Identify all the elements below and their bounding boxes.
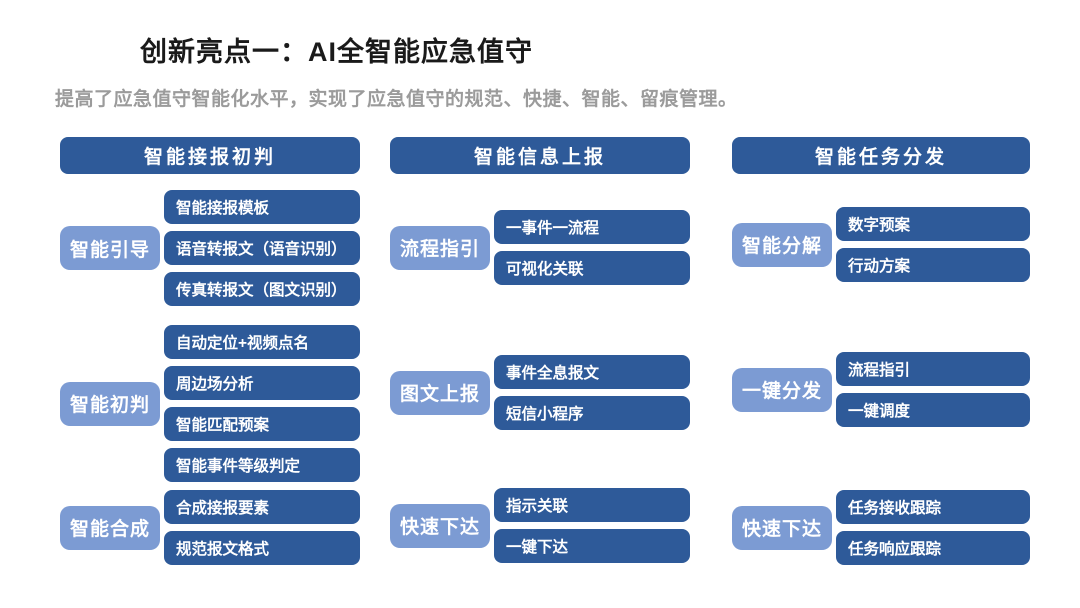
flow-item: 语音转报文（语音识别） <box>164 231 360 265</box>
group-items: 任务接收跟踪 任务响应跟踪 <box>836 490 1030 565</box>
group-quick-issue-tasks: 快速下达 任务接收跟踪 任务响应跟踪 <box>732 490 1030 565</box>
group-items: 数字预案 行动方案 <box>836 207 1030 282</box>
group-label: 智能初判 <box>60 381 160 426</box>
group-label: 智能合成 <box>60 505 160 550</box>
flow-item: 智能接报模板 <box>164 190 360 224</box>
group-items: 合成接报要素 规范报文格式 <box>164 490 360 565</box>
flow-item: 行动方案 <box>836 248 1030 282</box>
flow-item: 可视化关联 <box>494 251 690 285</box>
group-items: 事件全息报文 短信小程序 <box>494 355 690 430</box>
flow-item: 一键调度 <box>836 393 1030 427</box>
group-label: 图文上报 <box>390 370 490 415</box>
group-items: 指示关联 一键下达 <box>494 488 690 563</box>
group-smart-initial-judgment: 智能初判 自动定位+视频点名 周边场分析 智能匹配预案 智能事件等级判定 <box>60 325 360 482</box>
group-label: 快速下达 <box>390 503 490 548</box>
flow-item: 数字预案 <box>836 207 1030 241</box>
group-items: 流程指引 一键调度 <box>836 352 1030 427</box>
flow-item: 流程指引 <box>836 352 1030 386</box>
group-smart-synthesis: 智能合成 合成接报要素 规范报文格式 <box>60 490 360 565</box>
group-label: 流程指引 <box>390 225 490 270</box>
flow-item: 智能事件等级判定 <box>164 448 360 482</box>
flow-item: 一事件一流程 <box>494 210 690 244</box>
group-items: 一事件一流程 可视化关联 <box>494 210 690 285</box>
group-label: 快速下达 <box>732 505 832 550</box>
flow-item: 任务接收跟踪 <box>836 490 1030 524</box>
column-header-task-dispatch: 智能任务分发 <box>732 137 1030 174</box>
group-items: 智能接报模板 语音转报文（语音识别） 传真转报文（图文识别） <box>164 190 360 306</box>
group-label: 智能分解 <box>732 222 832 267</box>
column-report-triage: 智能接报初判 智能引导 智能接报模板 语音转报文（语音识别） 传真转报文（图文识… <box>60 137 360 565</box>
column-header-info-reporting: 智能信息上报 <box>390 137 690 174</box>
flow-item: 自动定位+视频点名 <box>164 325 360 359</box>
group-label: 一键分发 <box>732 367 832 412</box>
flow-item: 智能匹配预案 <box>164 407 360 441</box>
group-label: 智能引导 <box>60 226 160 270</box>
flow-item: 周边场分析 <box>164 366 360 400</box>
flow-item: 指示关联 <box>494 488 690 522</box>
group-one-key-dispatch: 一键分发 流程指引 一键调度 <box>732 352 1030 427</box>
group-process-guide: 流程指引 一事件一流程 可视化关联 <box>390 210 690 285</box>
group-items: 自动定位+视频点名 周边场分析 智能匹配预案 智能事件等级判定 <box>164 325 360 482</box>
slide-subtitle: 提高了应急值守智能化水平，实现了应急值守的规范、快捷、智能、留痕管理。 <box>55 89 738 110</box>
flow-item: 任务响应跟踪 <box>836 531 1030 565</box>
slide-title: 创新亮点一：AI全智能应急值守 <box>140 37 533 67</box>
column-header-report-triage: 智能接报初判 <box>60 137 360 174</box>
group-image-text-report: 图文上报 事件全息报文 短信小程序 <box>390 355 690 430</box>
flow-item: 事件全息报文 <box>494 355 690 389</box>
group-quick-issue: 快速下达 指示关联 一键下达 <box>390 488 690 563</box>
column-task-dispatch: 智能任务分发 智能分解 数字预案 行动方案 一键分发 流程指引 一键调度 快速下… <box>732 137 1030 565</box>
flow-item: 传真转报文（图文识别） <box>164 272 360 306</box>
column-info-reporting: 智能信息上报 流程指引 一事件一流程 可视化关联 图文上报 事件全息报文 短信小… <box>390 137 690 563</box>
flow-item: 一键下达 <box>494 529 690 563</box>
flow-item: 规范报文格式 <box>164 531 360 565</box>
group-smart-guidance: 智能引导 智能接报模板 语音转报文（语音识别） 传真转报文（图文识别） <box>60 190 360 306</box>
group-smart-decomposition: 智能分解 数字预案 行动方案 <box>732 207 1030 282</box>
flow-item: 合成接报要素 <box>164 490 360 524</box>
flow-item: 短信小程序 <box>494 396 690 430</box>
